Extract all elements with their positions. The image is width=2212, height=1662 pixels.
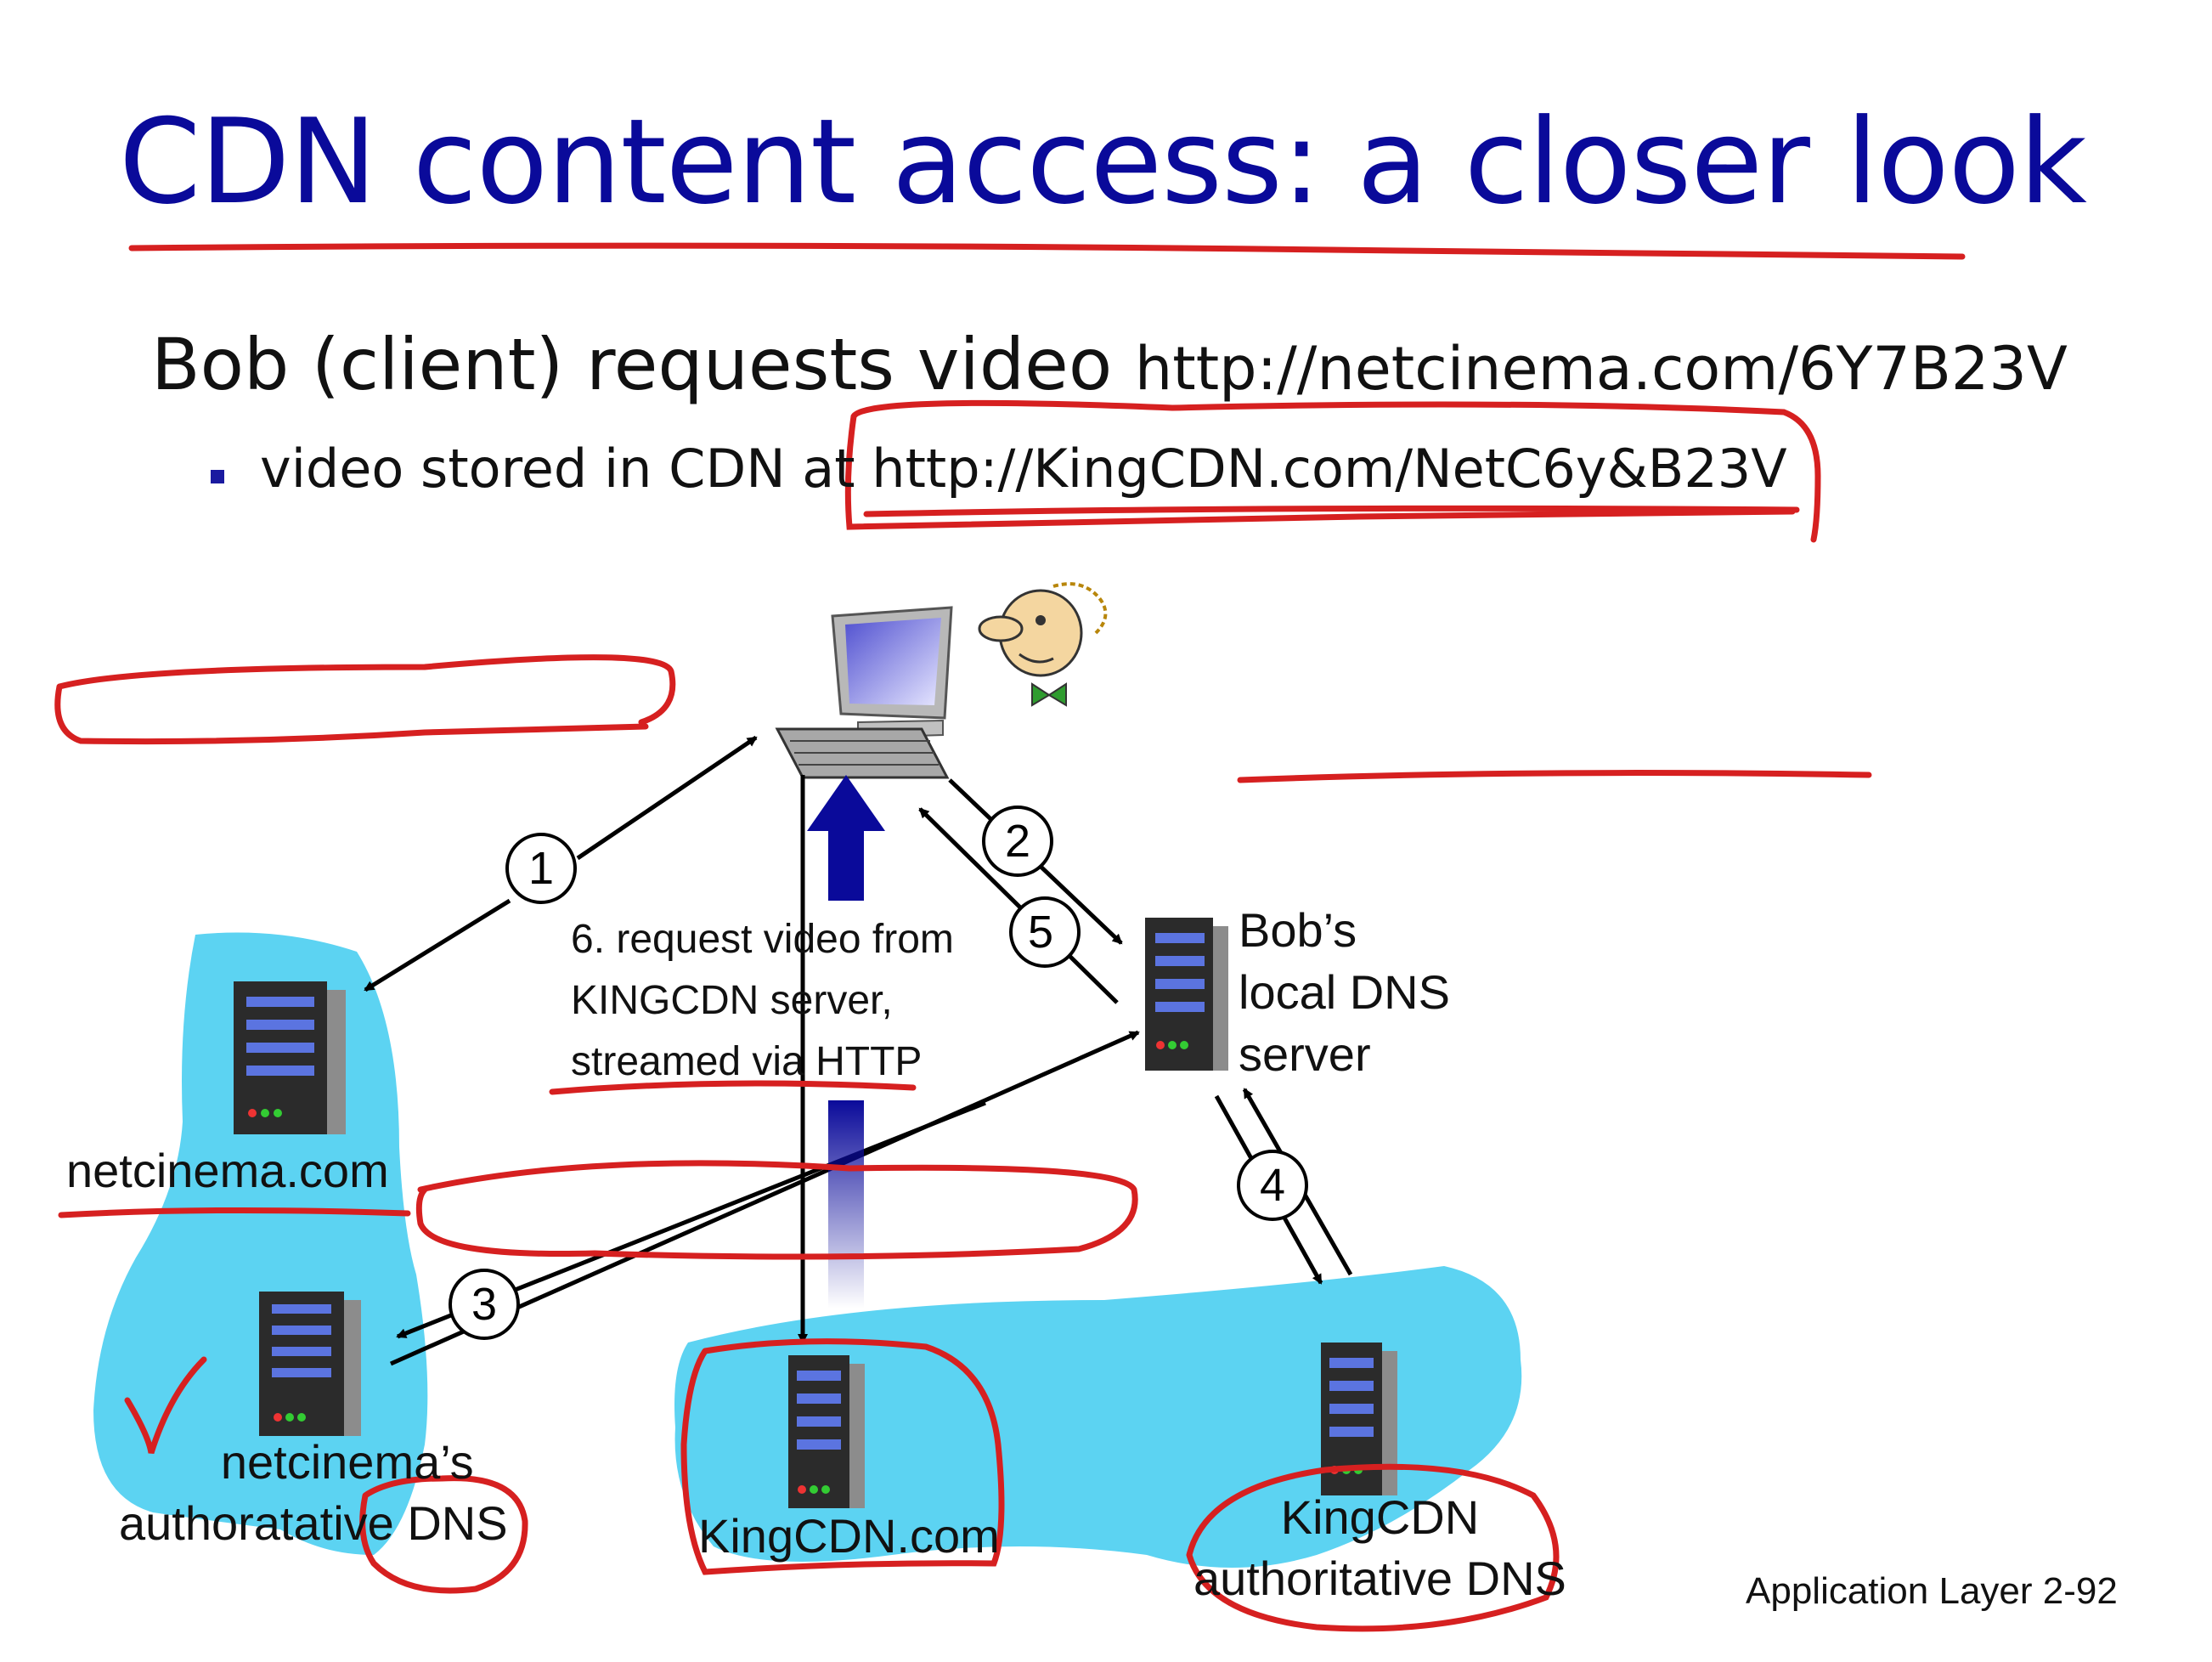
- local-dns-server-icon: [1145, 918, 1228, 1071]
- red-annotations: [54, 242, 1966, 1632]
- slide-title: CDN content access: a closer look: [119, 93, 2087, 230]
- arrow-1-to-netcinema: [364, 898, 511, 992]
- netcinema-label: netcinema.com: [66, 1144, 389, 1197]
- step6-line-2: KINGCDN server,: [571, 978, 893, 1023]
- netcinema-dns-line-2: authoratative DNS: [119, 1496, 508, 1550]
- step6-line-1: 6. request video from: [571, 917, 954, 962]
- step-circle-5: 5: [1009, 896, 1081, 968]
- kingcdn-dns-circle: [1186, 1463, 1560, 1632]
- step-circle-2: 2: [982, 806, 1053, 877]
- dns-circle: [359, 1475, 528, 1594]
- step-circle-1: 1: [505, 833, 577, 904]
- kingcdn-dns-line-2: authoritative DNS: [1193, 1552, 1566, 1605]
- bullet-url: http://KingCDN.com/NetC6y&B23V: [872, 438, 1787, 500]
- http-underline: [549, 1080, 917, 1095]
- headline-text: Bob (client) requests video: [151, 323, 1135, 406]
- netcinema-dns-server-icon: [259, 1292, 361, 1436]
- kingcdn-dns-label: KingCDN authoritative DNS: [1193, 1487, 1566, 1609]
- step6-label: 6. request video from KINGCDN server, st…: [571, 909, 954, 1093]
- kingcdn-dns-line-1: KingCDN: [1280, 1490, 1480, 1544]
- local-dns-label: Bob’s local DNS server: [1239, 899, 1450, 1085]
- local-dns-line-3: server: [1239, 1027, 1371, 1081]
- netcinema-dns-line-1: netcinema’s: [220, 1435, 474, 1489]
- local-dns-line-1: Bob’s: [1239, 903, 1357, 957]
- kingcdn-dns-server-icon: [1321, 1343, 1397, 1495]
- bob-face-icon: [978, 582, 1108, 707]
- arrow-5-to-client: [918, 807, 1119, 1004]
- kingcdn-server-icon: [788, 1355, 865, 1508]
- kingcdn-label: KingCDN.com: [698, 1509, 1000, 1563]
- step-circle-4: 4: [1237, 1150, 1308, 1221]
- netcinema-server-icon: [234, 981, 346, 1134]
- arrow-1-to-client: [576, 735, 758, 861]
- empty-loop: [54, 654, 676, 745]
- url-underline: [863, 505, 1800, 517]
- netcinema-underline: [58, 1207, 411, 1218]
- computer-icon: [775, 606, 953, 779]
- slide-footer: Application Layer 2-92: [1746, 1570, 2118, 1612]
- bullet-line: video stored in CDN at http://KingCDN.co…: [260, 438, 1787, 500]
- kingcdn-circle: [680, 1338, 1005, 1575]
- local-dns-line-2: local DNS: [1239, 965, 1450, 1019]
- bullet-text: video stored in CDN at: [260, 438, 872, 500]
- svg-text:5: 5: [1028, 907, 1053, 958]
- url-loop: [844, 399, 1821, 543]
- step6-line-3: streamed via HTTP: [571, 1039, 923, 1084]
- svg-text:1: 1: [528, 843, 554, 894]
- headline: Bob (client) requests video http://netci…: [151, 323, 2068, 406]
- title-underline: [128, 242, 1966, 260]
- netcinema-dns-label: netcinema’s authoratative DNS: [119, 1432, 508, 1554]
- checkmark: [124, 1356, 207, 1455]
- middle-loop: [415, 1160, 1138, 1260]
- svg-text:2: 2: [1005, 816, 1030, 867]
- red-dash-line: [1237, 770, 1872, 783]
- svg-text:3: 3: [471, 1279, 497, 1330]
- video-stream-arrow: [807, 775, 885, 1309]
- bullet-marker-icon: [211, 470, 224, 483]
- svg-text:4: 4: [1260, 1160, 1285, 1211]
- step-circle-3: 3: [449, 1269, 520, 1340]
- headline-url: http://netcinema.com/6Y7B23V: [1134, 334, 2068, 404]
